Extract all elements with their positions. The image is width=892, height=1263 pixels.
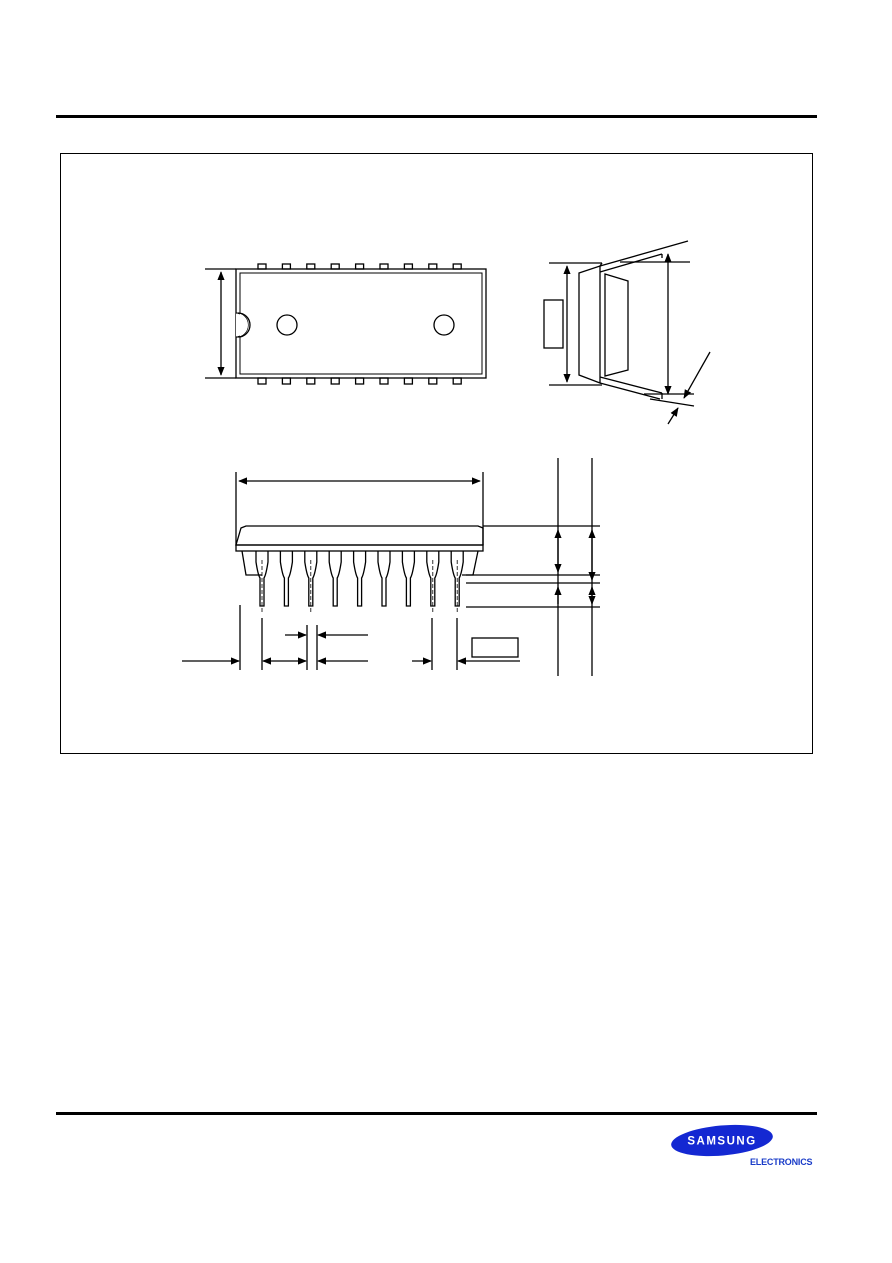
bottom-pin <box>306 377 316 385</box>
package-body-side <box>235 525 484 546</box>
end-view <box>543 240 711 425</box>
logo-wordmark: SAMSUNG <box>687 1136 756 1148</box>
bottom-pin <box>403 377 414 385</box>
package-body-end <box>578 265 601 384</box>
top-pin <box>306 263 316 270</box>
bottom-pin <box>281 377 292 385</box>
side-lead <box>279 551 294 607</box>
bottom-pin <box>257 377 267 385</box>
header-rule <box>56 115 817 118</box>
side-view <box>182 458 600 676</box>
bottom-pin <box>354 377 365 385</box>
top-pin-row <box>257 263 462 270</box>
side-lead <box>328 551 342 607</box>
top-pin <box>379 263 389 270</box>
bottom-pin <box>452 377 462 385</box>
footer-rule <box>56 1112 817 1115</box>
lead-thickness-dimension <box>683 351 711 399</box>
samsung-logo: SAMSUNG <box>671 1124 773 1157</box>
side-lead <box>352 551 367 607</box>
top-pin <box>452 263 462 270</box>
top-pin <box>428 263 438 270</box>
top-pin <box>354 263 365 270</box>
side-lead-row <box>255 551 464 614</box>
ejector-mark-left <box>276 314 298 336</box>
top-pin <box>403 263 414 270</box>
logo-division-label: ELECTRONICS <box>750 1157 813 1167</box>
top-view <box>205 263 487 385</box>
package-body-top <box>235 268 487 379</box>
bottom-pin <box>379 377 389 385</box>
top-pin <box>330 263 340 270</box>
bottom-pin-row <box>257 377 462 385</box>
reference-box <box>471 637 519 658</box>
ejector-mark-right <box>433 314 455 336</box>
side-lead <box>377 551 391 607</box>
drawing-frame <box>60 153 813 754</box>
top-pin <box>281 263 292 270</box>
side-lead <box>401 551 416 607</box>
bottom-pin <box>330 377 340 385</box>
top-pin <box>257 263 267 270</box>
bottom-pin <box>428 377 438 385</box>
end-view-label-box <box>543 299 564 349</box>
